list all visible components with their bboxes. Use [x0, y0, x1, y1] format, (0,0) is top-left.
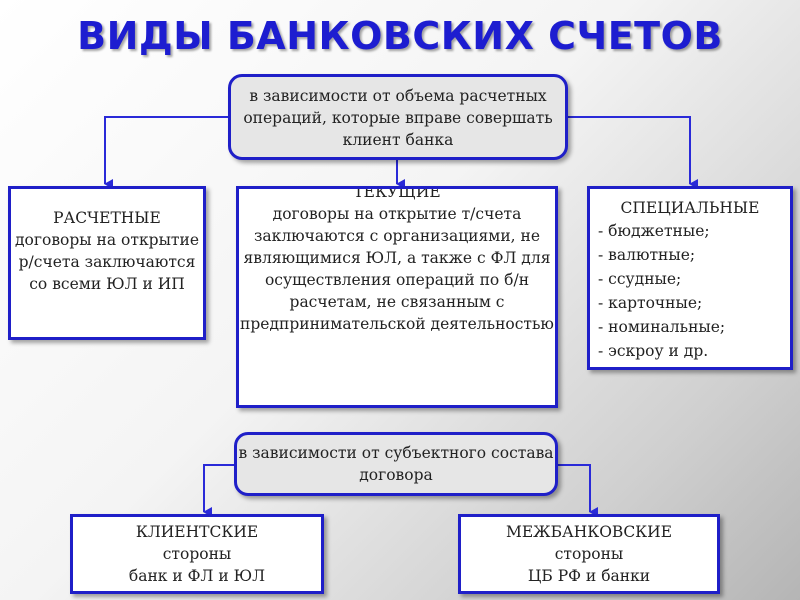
arrow-to-special — [567, 116, 698, 189]
interbank-accounts-box: МЕЖБАНКОВСКИЕ стороны ЦБ РФ и банки — [458, 514, 720, 594]
client-accounts-box: КЛИЕНТСКИЕ стороны банк и ФЛ и ЮЛ — [70, 514, 324, 594]
current-accounts-title: ТЕКУЩИЕ — [353, 186, 441, 201]
interbank-accounts-line2: ЦБ РФ и банки — [527, 567, 651, 585]
criterion-by-volume: в зависимости от объема расчетных операц… — [228, 74, 568, 160]
current-accounts-box: ТЕКУЩИЕ договоры на открытие т/счета зак… — [236, 186, 558, 408]
current-accounts-text: договоры на открытие т/счета заключаются… — [240, 205, 554, 333]
list-item: - бюджетные; — [598, 222, 710, 240]
page-title: ВИДЫ БАНКОВСКИХ СЧЕТОВ — [77, 14, 723, 58]
special-accounts-title: СПЕЦИАЛЬНЫЕ — [620, 199, 760, 217]
criterion-by-subject: в зависимости от субъектного состава дог… — [234, 432, 558, 496]
criterion-by-volume-text: в зависимости от объема расчетных операц… — [243, 87, 553, 149]
special-accounts-list: - бюджетные; - валютные; - ссудные; - ка… — [598, 219, 790, 363]
interbank-accounts-title: МЕЖБАНКОВСКИЕ — [505, 523, 673, 541]
client-accounts-line1: стороны — [162, 545, 232, 563]
criterion-by-subject-text: в зависимости от субъектного состава дог… — [238, 444, 554, 484]
client-accounts-title: КЛИЕНТСКИЕ — [135, 523, 259, 541]
settlement-accounts-title: РАСЧЕТНЫЕ — [53, 209, 161, 227]
list-item: - эскроу и др. — [598, 342, 709, 360]
special-accounts-box: СПЕЦИАЛЬНЫЕ - бюджетные; - валютные; - с… — [587, 186, 793, 370]
arrow-to-interbank — [557, 464, 598, 517]
list-item: - карточные; — [598, 294, 703, 312]
list-item: - валютные; — [598, 246, 696, 264]
arrow-to-settlement — [104, 116, 230, 189]
settlement-accounts-box: РАСЧЕТНЫЕ договоры на открытие р/счета з… — [8, 186, 206, 340]
list-item: - ссудные; — [598, 270, 682, 288]
client-accounts-line2: банк и ФЛ и ЮЛ — [128, 567, 266, 585]
interbank-accounts-line1: стороны — [554, 545, 624, 563]
list-item: - номинальные; — [598, 318, 726, 336]
settlement-accounts-text: договоры на открытие р/счета заключаются… — [14, 231, 199, 293]
arrow-to-client — [203, 464, 236, 517]
